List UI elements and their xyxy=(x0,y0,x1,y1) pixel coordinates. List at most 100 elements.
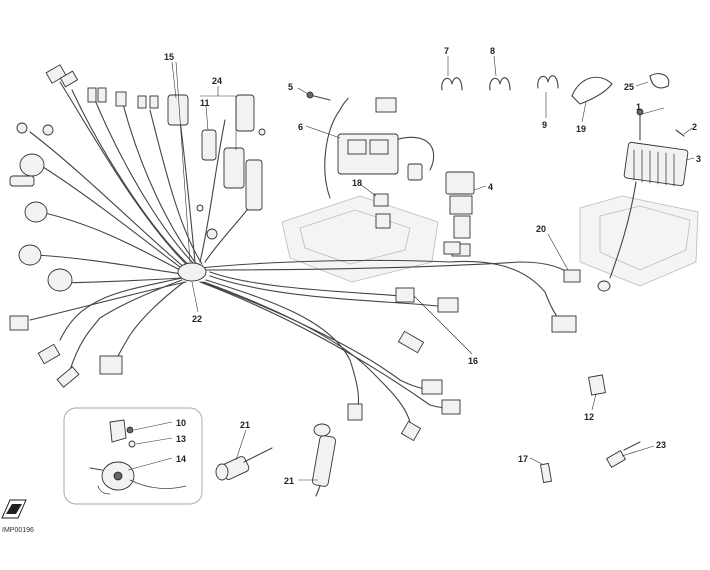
right-connectors xyxy=(395,241,581,354)
callout-2: 2 xyxy=(692,122,697,132)
horn-wire xyxy=(97,485,111,495)
sensors xyxy=(539,374,641,484)
callout-3: 3 xyxy=(696,154,701,164)
connector-18 xyxy=(373,193,389,207)
callout-21-a: 21 xyxy=(240,420,250,430)
callout-labels: 1 2 3 4 5 6 7 8 9 10 11 12 13 14 15 16 1… xyxy=(2,46,701,534)
screw xyxy=(196,204,204,212)
horn-inset-box xyxy=(63,407,203,505)
callout-23: 23 xyxy=(656,440,666,450)
connector-large xyxy=(551,315,577,333)
horn-wire xyxy=(129,479,187,489)
connector-15 xyxy=(167,94,189,126)
inset-frame xyxy=(63,407,203,505)
callout-24: 24 xyxy=(212,76,222,86)
stalk-body xyxy=(311,435,337,487)
bullet-connector xyxy=(56,366,80,388)
horn-screw xyxy=(89,467,103,471)
multi-pin-connector xyxy=(45,64,67,84)
connector xyxy=(421,379,443,395)
fuse-box-cover xyxy=(445,171,475,195)
callout-16: 16 xyxy=(468,356,478,366)
washer-13 xyxy=(128,440,136,448)
spade-terminal xyxy=(97,87,107,103)
voltage-regulator-3 xyxy=(623,141,689,187)
callout-25: 25 xyxy=(624,82,634,92)
callout-18: 18 xyxy=(352,178,362,188)
round-socket xyxy=(18,244,42,266)
connector-24b xyxy=(223,147,245,189)
harness-bundle-sleeve xyxy=(177,262,207,282)
main-wiring-harness xyxy=(29,81,573,433)
bullet-connector xyxy=(9,175,35,187)
bullet-connector xyxy=(397,330,425,354)
callout-7: 7 xyxy=(444,46,449,56)
callout-12: 12 xyxy=(584,412,594,422)
relay xyxy=(369,139,389,155)
horn-center xyxy=(113,471,123,481)
multi-pin-connector xyxy=(59,70,79,88)
callout-20: 20 xyxy=(536,224,546,234)
clips xyxy=(441,73,670,105)
bolt-head xyxy=(306,91,314,99)
callout-4: 4 xyxy=(488,182,493,192)
drawing-logo-icon xyxy=(1,499,27,519)
relay-parts-top xyxy=(167,94,266,240)
left-connectors xyxy=(9,64,159,388)
callout-22: 22 xyxy=(192,314,202,324)
bolt-5 xyxy=(309,94,331,101)
round-socket xyxy=(24,201,48,223)
sensor-23 xyxy=(605,450,627,468)
screw-head xyxy=(636,108,644,116)
round-socket xyxy=(47,268,73,292)
flat-connector xyxy=(9,315,29,331)
screw xyxy=(258,128,266,136)
callout-6: 6 xyxy=(298,122,303,132)
regulator-fins xyxy=(633,149,675,187)
relay-box-6 xyxy=(337,133,399,175)
bullet-connector xyxy=(115,91,127,107)
screw-10 xyxy=(126,426,134,434)
callout-11: 11 xyxy=(200,98,210,108)
spade-terminal xyxy=(149,95,159,109)
bullet-connector xyxy=(37,343,61,365)
relay xyxy=(347,139,367,155)
connector xyxy=(395,287,415,303)
callout-8: 8 xyxy=(490,46,495,56)
switch-21-a xyxy=(215,447,273,481)
screw-2 xyxy=(675,129,685,137)
callout-15: 15 xyxy=(164,52,174,62)
part-17 xyxy=(539,462,553,484)
connector xyxy=(347,403,363,421)
fuse-box-body xyxy=(449,195,473,215)
clip-25 xyxy=(649,73,670,89)
clip-19 xyxy=(571,76,613,105)
callout-17: 17 xyxy=(518,454,528,464)
callout-13: 13 xyxy=(176,434,186,444)
callout-1: 1 xyxy=(636,102,641,112)
part-12 xyxy=(588,374,606,396)
switch-head xyxy=(215,463,229,481)
fuse-holder-11 xyxy=(201,129,217,161)
connector-20 xyxy=(563,269,581,283)
voltage-regulator-assembly xyxy=(597,108,689,292)
spade-terminal xyxy=(137,95,147,109)
relay-plug xyxy=(99,355,123,375)
connector-24a xyxy=(235,94,255,132)
spade-terminal xyxy=(87,87,97,103)
callout-9: 9 xyxy=(542,120,547,130)
drawing-code: IMP00196 xyxy=(2,527,34,534)
fuse-box-base xyxy=(453,215,471,239)
switch-21-b xyxy=(311,423,337,497)
callout-21-b: 21 xyxy=(284,476,294,486)
clip-9 xyxy=(537,75,559,89)
connector-16 xyxy=(437,297,459,313)
regulator-plug xyxy=(597,280,611,292)
ring-terminal xyxy=(16,122,28,134)
callout-19: 19 xyxy=(576,124,586,134)
callout-10: 10 xyxy=(176,418,186,428)
connector xyxy=(375,213,391,229)
leader-lines xyxy=(127,55,695,481)
clip-7 xyxy=(441,77,463,91)
